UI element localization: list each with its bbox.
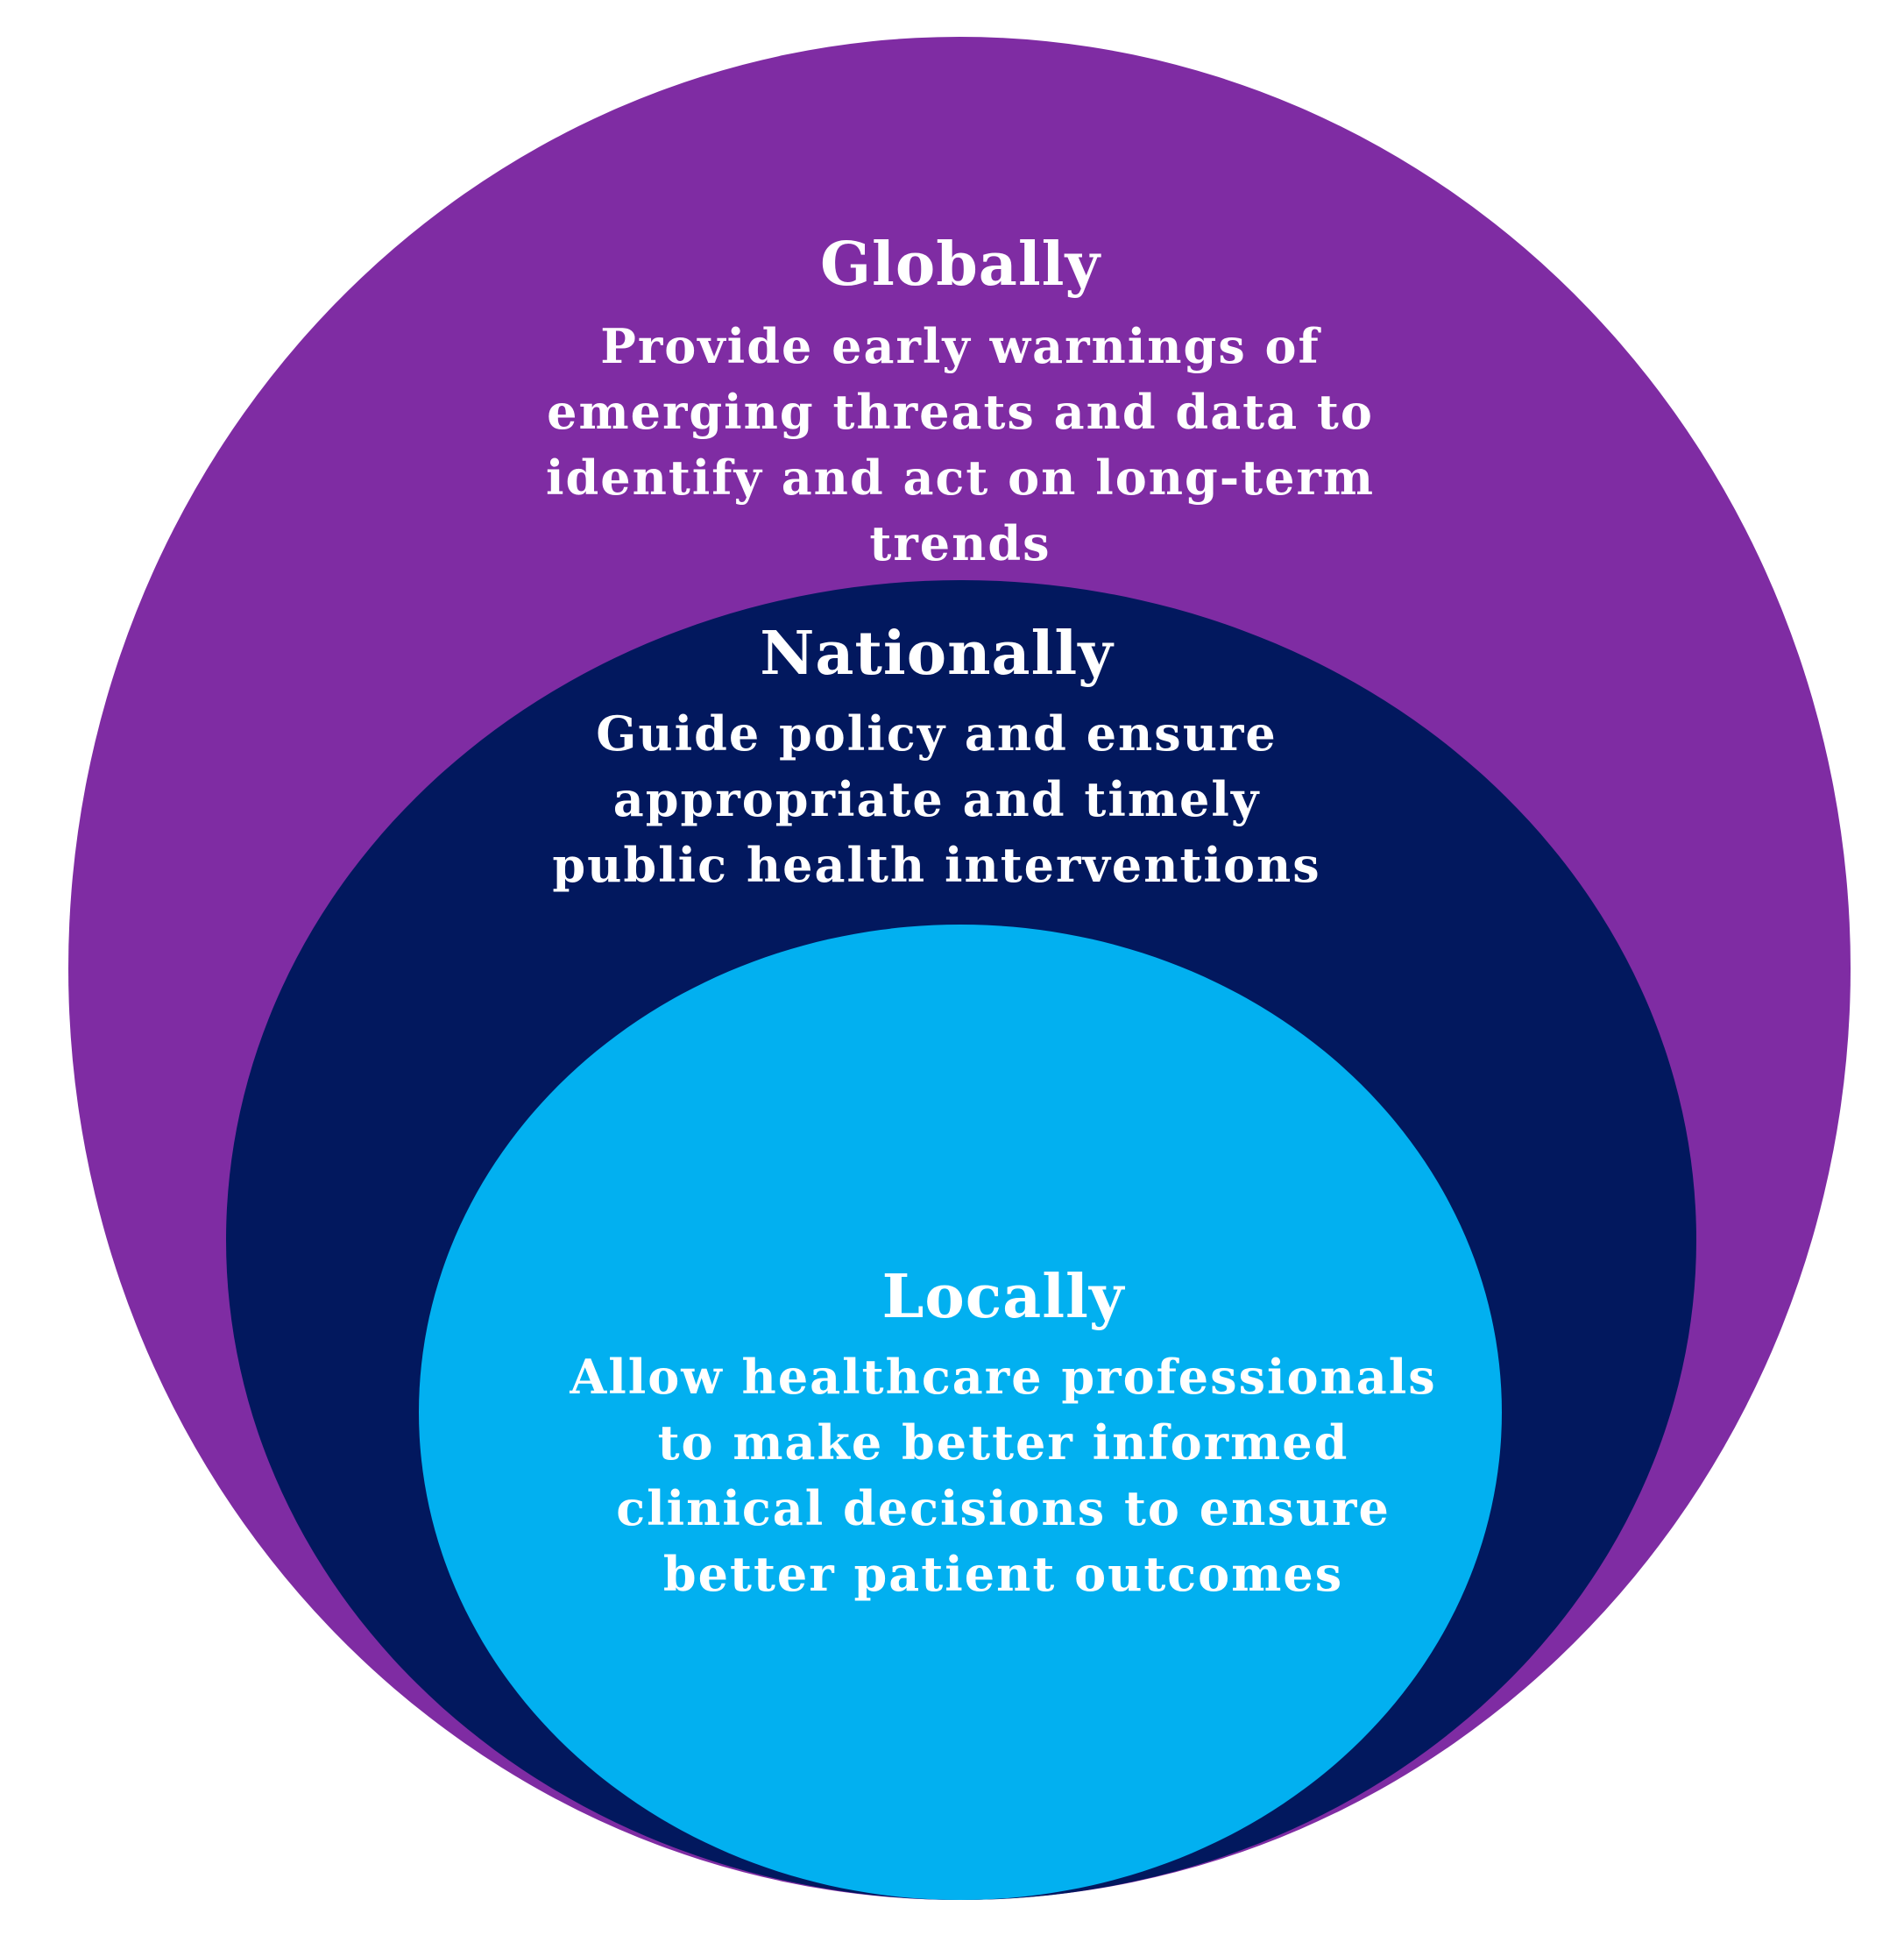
local-circle bbox=[419, 925, 1502, 1900]
local-title: Locally bbox=[881, 1262, 1125, 1332]
local-description: Allow healthcare professionals to make b… bbox=[570, 1349, 1437, 1602]
national-label: Nationally Guide policy and ensure appro… bbox=[520, 624, 1353, 898]
national-description: Guide policy and ensure appropriate and … bbox=[552, 705, 1321, 893]
national-title: Nationally bbox=[760, 619, 1114, 689]
global-title: Globally bbox=[819, 230, 1101, 300]
global-label: Globally Provide early warnings of emerg… bbox=[478, 235, 1442, 577]
global-description: Provide early warnings of emerging threa… bbox=[545, 318, 1376, 571]
local-label: Locally Allow healthcare professionals t… bbox=[561, 1267, 1446, 1607]
